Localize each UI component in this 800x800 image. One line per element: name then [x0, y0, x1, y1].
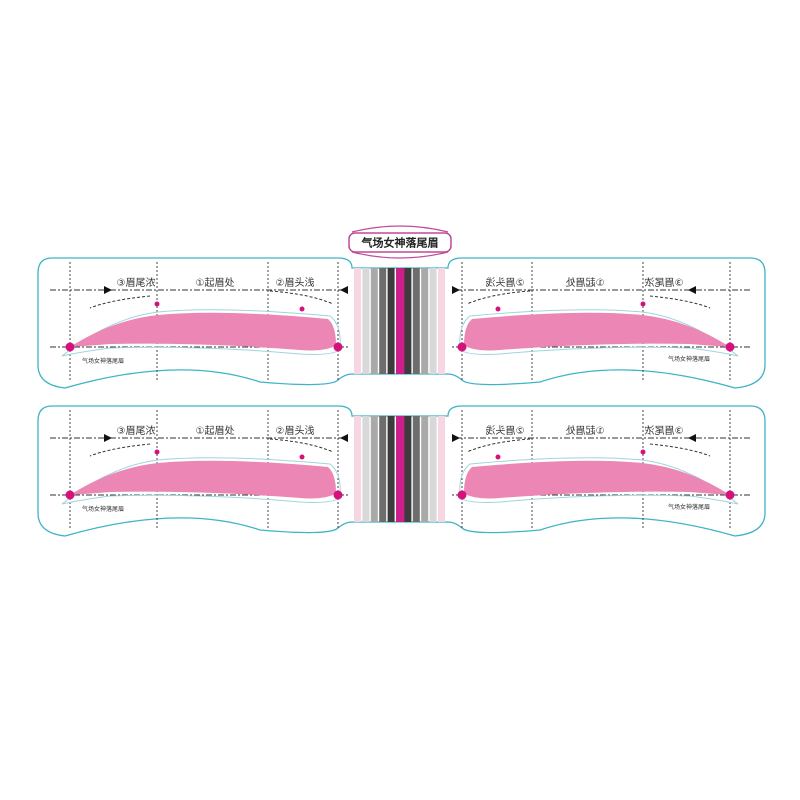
color-stripe	[370, 268, 378, 374]
color-stripe	[354, 268, 361, 374]
color-stripe	[387, 416, 395, 522]
guide-label: ③眉尾浓	[117, 425, 156, 437]
color-stripe	[396, 416, 406, 522]
arrow-right-icon	[452, 286, 460, 294]
guide-label: ①起眉处	[566, 425, 605, 437]
color-stripe	[412, 416, 420, 522]
guide-label: ②眉头浅	[276, 276, 315, 289]
curved-arrow-right	[269, 290, 334, 305]
color-stripe	[412, 268, 420, 374]
brow-shape	[464, 460, 730, 499]
color-stripe	[362, 416, 370, 522]
color-stripe	[429, 268, 437, 374]
guide-label: ①起眉处	[196, 277, 235, 289]
guide-label: ①起眉处	[566, 277, 605, 289]
endpoint-dot	[65, 490, 75, 500]
title-badge: 气场女神落尾眉	[348, 225, 452, 259]
arrow-left-icon	[104, 286, 112, 294]
guide-label: ②眉头浅	[276, 424, 315, 437]
marker-dot	[154, 301, 160, 307]
guide-label: ③眉尾浓	[645, 425, 684, 437]
marker-dot	[640, 449, 646, 455]
brow-panel-right: ③眉尾浓 ①起眉处 ②眉头浅	[450, 262, 750, 380]
color-stripe	[404, 416, 412, 522]
brow-shape	[464, 312, 730, 351]
endpoint-dot	[65, 342, 75, 352]
brow-panel-right: ③眉尾浓 ①起眉处 ②眉头浅	[450, 410, 750, 528]
brow-panel-left: ③眉尾浓 ①起眉处 ②眉头浅	[50, 262, 350, 380]
color-stripe	[362, 268, 370, 374]
color-stripe	[421, 416, 429, 522]
color-stripe	[379, 416, 387, 522]
badge-title: 气场女神落尾眉	[361, 236, 439, 250]
color-stripe	[370, 416, 378, 522]
brand-text-right: 气场女神落尾眉	[668, 355, 710, 363]
brand-text-right: 气场女神落尾眉	[668, 503, 710, 511]
endpoint-dot	[457, 490, 467, 500]
brand-text-left: 气场女神落尾眉	[82, 505, 124, 513]
curved-arrow-right	[269, 438, 334, 453]
color-stripe	[387, 268, 395, 374]
color-swatch-stripes	[354, 268, 445, 374]
color-stripe	[421, 268, 429, 374]
ornament-flourish	[351, 225, 449, 259]
color-stripe	[438, 416, 445, 522]
brow-panel-left: ③眉尾浓 ①起眉处 ②眉头浅	[50, 410, 350, 528]
marker-dot	[154, 449, 160, 455]
brow-shape	[70, 312, 336, 351]
curved-arrow-right	[466, 438, 531, 453]
curved-arrow-left	[89, 295, 151, 309]
brand-text-left: 气场女神落尾眉	[82, 357, 124, 365]
color-stripe	[438, 268, 445, 374]
curved-arrow-right	[466, 290, 531, 305]
guide-label: ③眉尾浓	[645, 277, 684, 289]
brow-shape	[70, 460, 336, 499]
arrow-left-icon	[688, 286, 696, 294]
color-stripe	[429, 416, 437, 522]
arrow-left-icon	[688, 434, 696, 442]
guide-label: ②眉头浅	[486, 276, 525, 289]
guide-label: ②眉头浅	[486, 424, 525, 437]
endpoint-dot	[457, 342, 467, 352]
endpoint-dot	[725, 490, 735, 500]
arrow-right-icon	[340, 286, 348, 294]
curved-arrow-left	[649, 295, 711, 309]
curved-arrow-left	[649, 443, 711, 457]
color-stripe	[379, 268, 387, 374]
color-stripe	[404, 268, 412, 374]
color-stripe	[354, 416, 361, 522]
endpoint-dot	[333, 342, 343, 352]
endpoint-dot	[725, 342, 735, 352]
color-stripe	[396, 268, 406, 374]
arrow-right-icon	[452, 434, 460, 442]
guide-label: ③眉尾浓	[117, 277, 156, 289]
marker-dot	[495, 454, 501, 460]
curved-arrow-left	[89, 443, 151, 457]
guide-label: ①起眉处	[196, 425, 235, 437]
color-swatch-stripes	[354, 416, 445, 522]
marker-dot	[299, 306, 305, 312]
marker-dot	[299, 454, 305, 460]
endpoint-dot	[333, 490, 343, 500]
marker-dot	[640, 301, 646, 307]
arrow-right-icon	[340, 434, 348, 442]
marker-dot	[495, 306, 501, 312]
arrow-left-icon	[104, 434, 112, 442]
badge-frame	[348, 232, 452, 253]
